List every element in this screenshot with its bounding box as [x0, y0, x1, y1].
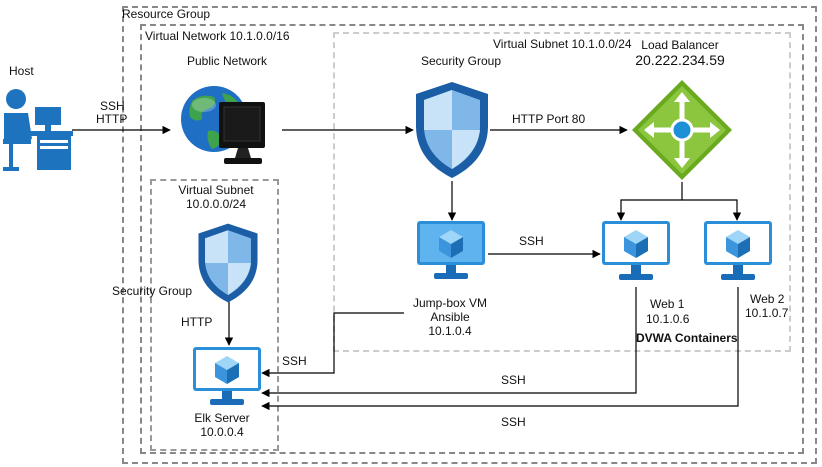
web1-ip: 10.1.0.6	[646, 312, 690, 326]
edge-label-ssh-web2-elk: SSH	[501, 415, 526, 429]
dvwa-containers-label: DVWA Containers	[636, 331, 738, 345]
load-balancer-name: Load Balancer	[641, 38, 719, 52]
resource-group-label: Resource Group	[122, 7, 211, 21]
edge-label-ssh-jump-web: SSH	[519, 234, 544, 248]
host-label: Host	[9, 64, 34, 78]
web2-vm-icon	[704, 221, 772, 280]
virtual-subnet-elk-line2: 10.0.0.0/24	[185, 197, 247, 211]
jumpbox-name: Jump-box VM	[412, 296, 488, 310]
virtual-subnet-main-label: Virtual Subnet 10.1.0.0/24	[493, 37, 632, 51]
public-network-label: Public Network	[187, 54, 268, 68]
edge-jumpbox-to-elk	[261, 312, 404, 378]
jumpbox-role: Ansible	[430, 310, 470, 324]
resource-group-box	[122, 6, 817, 464]
globe-computer-icon	[181, 86, 265, 164]
jumpbox-ip: 10.1.0.4	[428, 324, 472, 338]
virtual-subnet-elk-label: Virtual Subnet 10.0.0.0/24	[160, 183, 272, 211]
user-at-desk-icon	[3, 89, 73, 171]
edge-label-ssh-jump-elk: SSH	[282, 354, 307, 368]
edge-label-ssh-web1-elk: SSH	[501, 373, 526, 387]
edge-lb-to-webs	[616, 182, 683, 221]
web2-name: Web 2	[750, 292, 785, 306]
elk-server-vm-icon	[193, 347, 261, 405]
edge-label-ssh-host: SSH	[100, 99, 125, 113]
shield-icon	[198, 223, 258, 303]
virtual-subnet-main-box	[333, 32, 791, 352]
load-balancer-icon	[632, 80, 732, 180]
edge-label-http-host: HTTP	[96, 112, 128, 126]
load-balancer-label: Load Balancer 20.222.234.59	[620, 38, 740, 68]
edge-web1-to-elk	[261, 287, 637, 398]
jumpbox-vm-icon	[417, 221, 485, 279]
shield-icon	[416, 82, 488, 178]
virtual-network-box	[140, 24, 804, 454]
jumpbox-label: Jump-box VM Ansible 10.1.0.4	[395, 296, 505, 338]
virtual-subnet-elk-line1: Virtual Subnet	[178, 183, 254, 197]
edge-web2-to-elk	[261, 287, 739, 411]
web1-name: Web 1	[650, 297, 685, 311]
elk-server-ip: 10.0.0.4	[200, 425, 244, 439]
security-group-elk-label: Security Group	[112, 284, 193, 298]
elk-server-label: Elk Server 10.0.0.4	[172, 411, 272, 439]
virtual-network-label: Virtual Network 10.1.0.0/16	[145, 29, 290, 43]
security-group-main-label: Security Group	[421, 54, 502, 68]
virtual-subnet-elk-box	[150, 179, 279, 451]
web2-ip: 10.1.0.7	[745, 306, 789, 320]
edge-label-http-port-80: HTTP Port 80	[512, 112, 586, 126]
web1-vm-icon	[602, 221, 670, 280]
load-balancer-ip: 20.222.234.59	[635, 52, 725, 68]
edge-label-http-elk: HTTP	[181, 315, 213, 329]
edge-lb-to-web2	[682, 199, 742, 221]
elk-server-name: Elk Server	[194, 411, 250, 425]
